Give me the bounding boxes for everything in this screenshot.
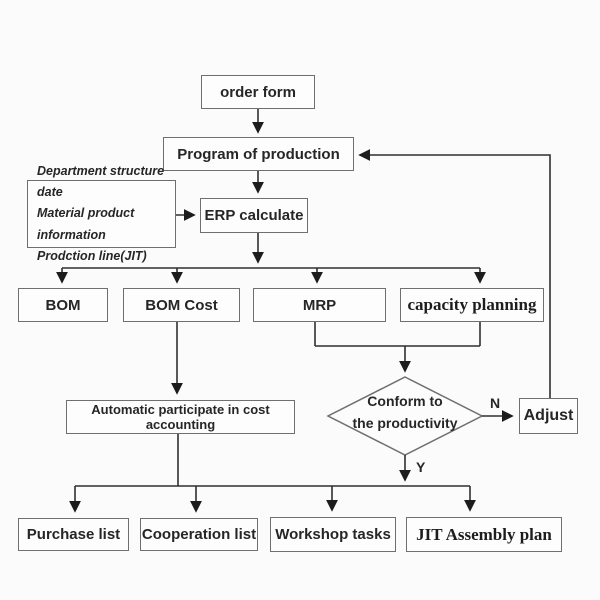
- node-jit-assembly-plan: JIT Assembly plan: [406, 517, 562, 552]
- node-capacity-planning: capacity planning: [400, 288, 544, 322]
- node-cooperation-list: Cooperation list: [140, 518, 258, 551]
- node-bom-cost: BOM Cost: [123, 288, 240, 322]
- node-bom: BOM: [18, 288, 108, 322]
- decision-line-1: Conform to: [367, 393, 443, 409]
- node-erp-calculate: ERP calculate: [200, 198, 308, 233]
- input-line-1: Department structure date: [37, 163, 165, 200]
- decision-line-2: the productivity: [352, 414, 458, 431]
- branch-label-yes: Y: [416, 459, 426, 475]
- branch-label-no: N: [490, 395, 501, 411]
- node-cost-accounting: Automatic participate in cost accounting: [66, 400, 295, 434]
- node-workshop-tasks: Workshop tasks: [270, 517, 396, 552]
- node-program-of-production: Program of production: [163, 137, 354, 171]
- node-mrp: MRP: [253, 288, 386, 322]
- node-input-data: Department structure date Material produ…: [27, 164, 176, 263]
- node-purchase-list: Purchase list: [18, 518, 129, 551]
- input-line-3: Prodction line(JIT): [37, 248, 147, 263]
- input-line-2: Material product information: [37, 206, 135, 242]
- node-order-form: order form: [201, 75, 315, 109]
- node-adjust: Adjust: [519, 398, 578, 434]
- node-decision-conform-productivity: Conform to the productivity: [330, 391, 480, 434]
